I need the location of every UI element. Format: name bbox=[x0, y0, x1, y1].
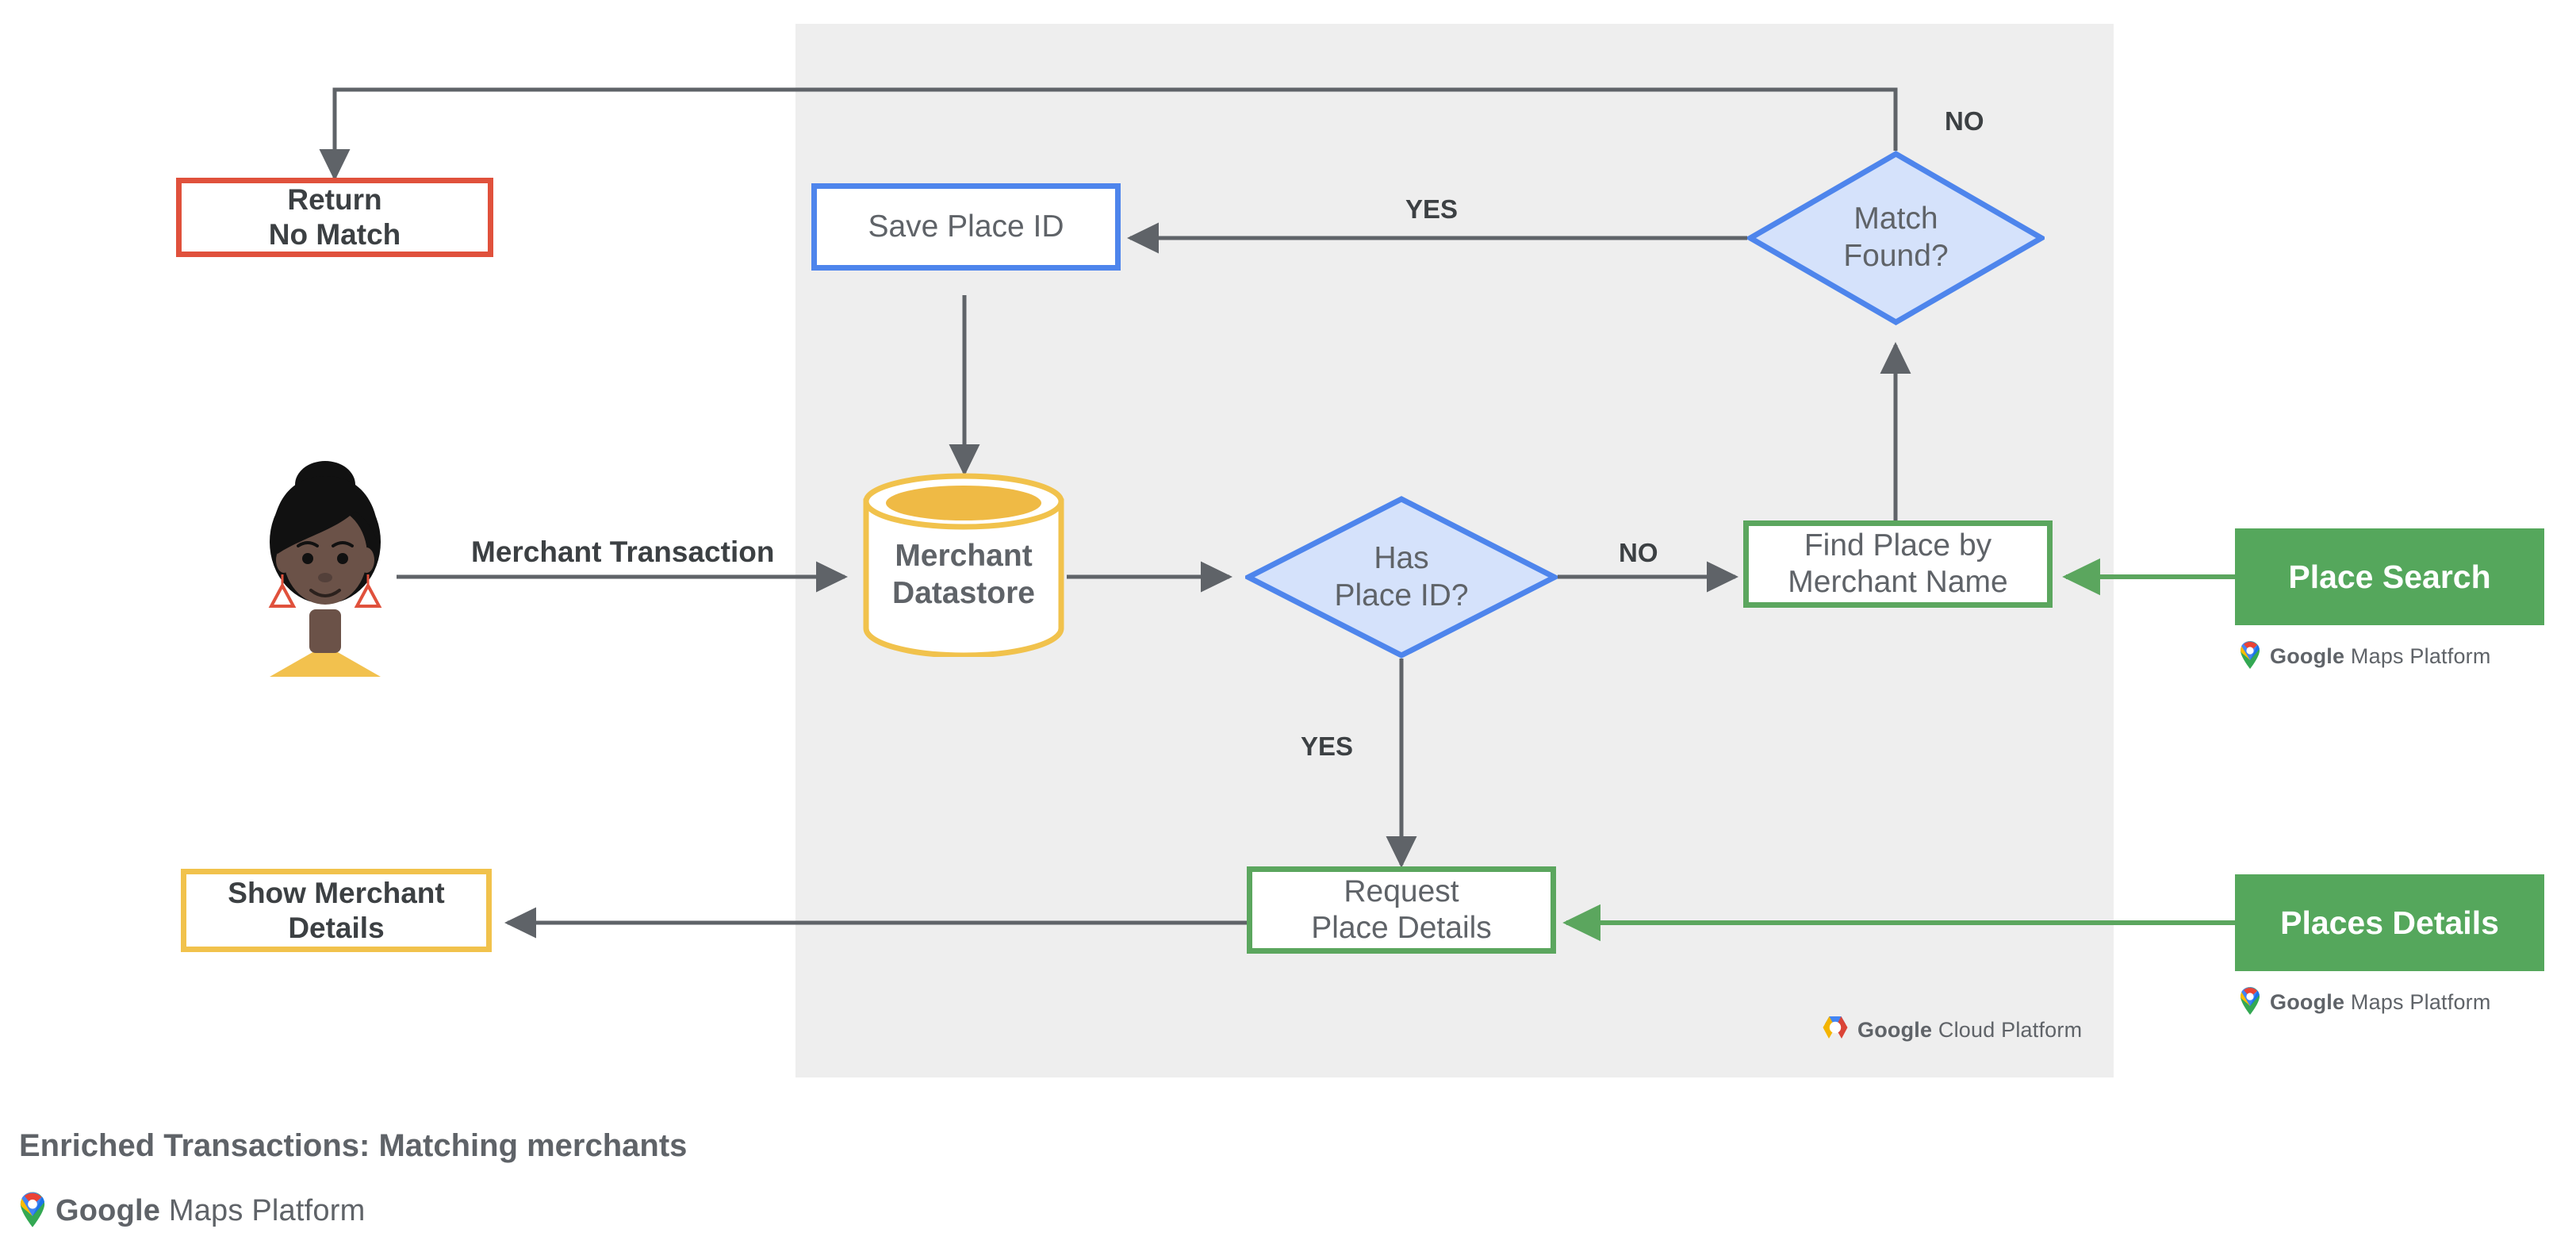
edge-label-has-place-id-yes: YES bbox=[1301, 732, 1354, 761]
merchant-avatar-icon bbox=[254, 459, 397, 677]
google-maps-pin-icon bbox=[2238, 639, 2262, 674]
node-match-found-label: Match Found? bbox=[1843, 202, 1949, 273]
edge-label-merchant-transaction: Merchant Transaction bbox=[471, 536, 775, 568]
node-merchant-datastore[interactable]: Merchant Datastore bbox=[861, 473, 1067, 657]
edge-label-match-found-yes: YES bbox=[1405, 194, 1459, 224]
node-request-place-details[interactable]: Request Place Details bbox=[1247, 866, 1556, 954]
lockup-text: Google Cloud Platform bbox=[1857, 1018, 2083, 1042]
lockup-text: Google Maps Platform bbox=[56, 1194, 366, 1227]
node-show-merchant-details[interactable]: Show Merchant Details bbox=[181, 869, 492, 952]
google-maps-pin-icon bbox=[17, 1190, 48, 1232]
node-return-no-match[interactable]: Return No Match bbox=[176, 178, 493, 257]
diagram-caption: Enriched Transactions: Matching merchant… bbox=[19, 1128, 688, 1163]
node-match-found[interactable]: Match Found? bbox=[1747, 151, 2045, 325]
google-cloud-hex-icon bbox=[1821, 1015, 1850, 1046]
edge-label-has-place-id-no: NO bbox=[1619, 538, 1658, 567]
node-save-place-id[interactable]: Save Place ID bbox=[811, 183, 1121, 271]
node-find-place-by-merchant-name[interactable]: Find Place by Merchant Name bbox=[1743, 520, 2053, 608]
lockup-maps-platform-footer: Google Maps Platform bbox=[17, 1190, 365, 1232]
lockup-text: Google Maps Platform bbox=[2270, 644, 2491, 668]
node-places-details[interactable]: Places Details bbox=[2235, 874, 2544, 971]
node-merchant-datastore-label: Merchant Datastore bbox=[892, 539, 1035, 610]
lockup-text: Google Maps Platform bbox=[2270, 990, 2491, 1014]
node-has-place-id-label: Has Place ID? bbox=[1334, 540, 1469, 613]
node-has-place-id[interactable]: Has Place ID? bbox=[1245, 496, 1558, 659]
edge-label-match-found-no: NO bbox=[1945, 106, 1984, 136]
lockup-google-cloud-platform: Google Cloud Platform bbox=[1821, 1015, 2082, 1046]
google-maps-pin-icon bbox=[2238, 985, 2262, 1020]
lockup-maps-platform-places-details: Google Maps Platform bbox=[2238, 985, 2491, 1020]
lockup-maps-platform-place-search: Google Maps Platform bbox=[2238, 639, 2491, 674]
node-place-search[interactable]: Place Search bbox=[2235, 528, 2544, 625]
